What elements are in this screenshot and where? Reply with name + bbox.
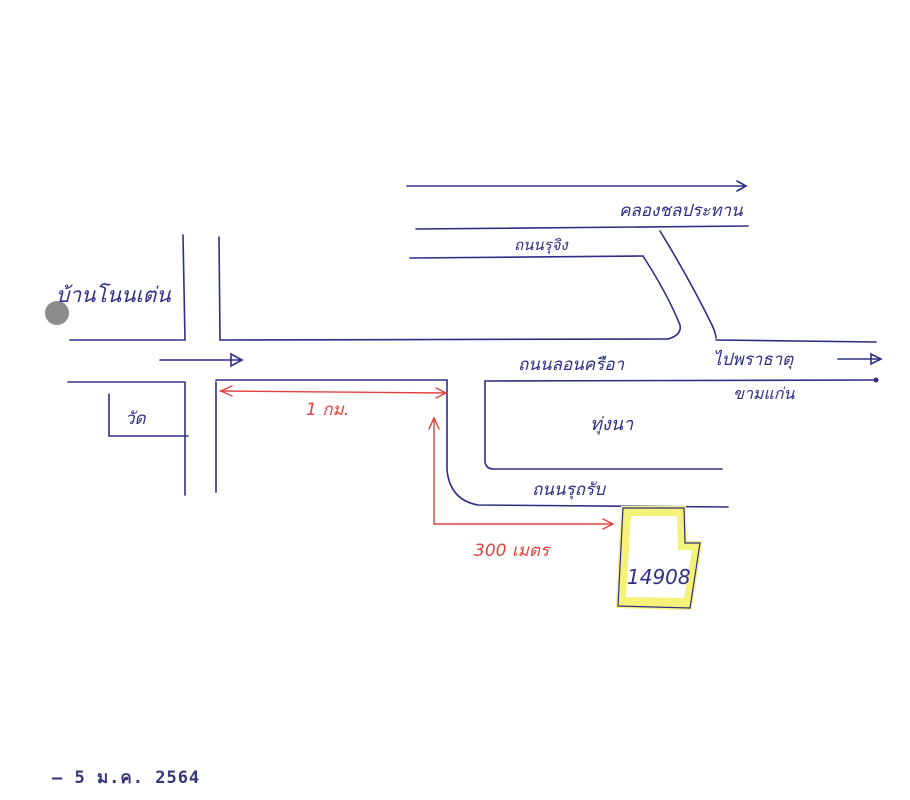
side-road xyxy=(446,379,729,508)
label-parcel-number: 14908 xyxy=(627,565,691,589)
connector-road-left xyxy=(642,255,682,340)
rujing-road-lower-edge xyxy=(409,255,644,259)
label-main-road: ถนนลอนครือา xyxy=(518,355,624,375)
direction-arrow-left xyxy=(159,352,244,368)
distance-1km-marker xyxy=(219,385,448,399)
main-road xyxy=(67,338,879,383)
temple-block xyxy=(108,393,189,437)
label-pond: ทุ่งนา xyxy=(590,414,634,435)
label-village: บ้านโนนเต่น xyxy=(56,283,171,307)
vertical-road-left xyxy=(182,234,221,496)
label-1km: 1 กม. xyxy=(306,400,349,420)
label-road-top: ถนนรุจิง xyxy=(514,236,569,254)
connector-road-right xyxy=(659,230,717,339)
label-300m: 300 เมตร xyxy=(474,541,551,561)
label-kham-kaen: ขามแก่น xyxy=(733,384,795,403)
canal xyxy=(406,180,748,192)
label-road-bottom: ถนนรุถรับ xyxy=(532,480,606,500)
location-dot xyxy=(45,301,69,325)
label-canal: คลองชลประทาน xyxy=(619,201,743,221)
canal-road-edge xyxy=(415,225,749,230)
date-stamp: – 5 ม.ค. 2564 xyxy=(52,768,201,788)
distance-300m-marker xyxy=(428,416,615,530)
label-to-station: ไปพราธาตุ xyxy=(713,349,794,370)
direction-arrow-right xyxy=(837,352,883,366)
label-temple: วัด xyxy=(125,409,147,429)
land-parcel-inner xyxy=(626,516,692,598)
